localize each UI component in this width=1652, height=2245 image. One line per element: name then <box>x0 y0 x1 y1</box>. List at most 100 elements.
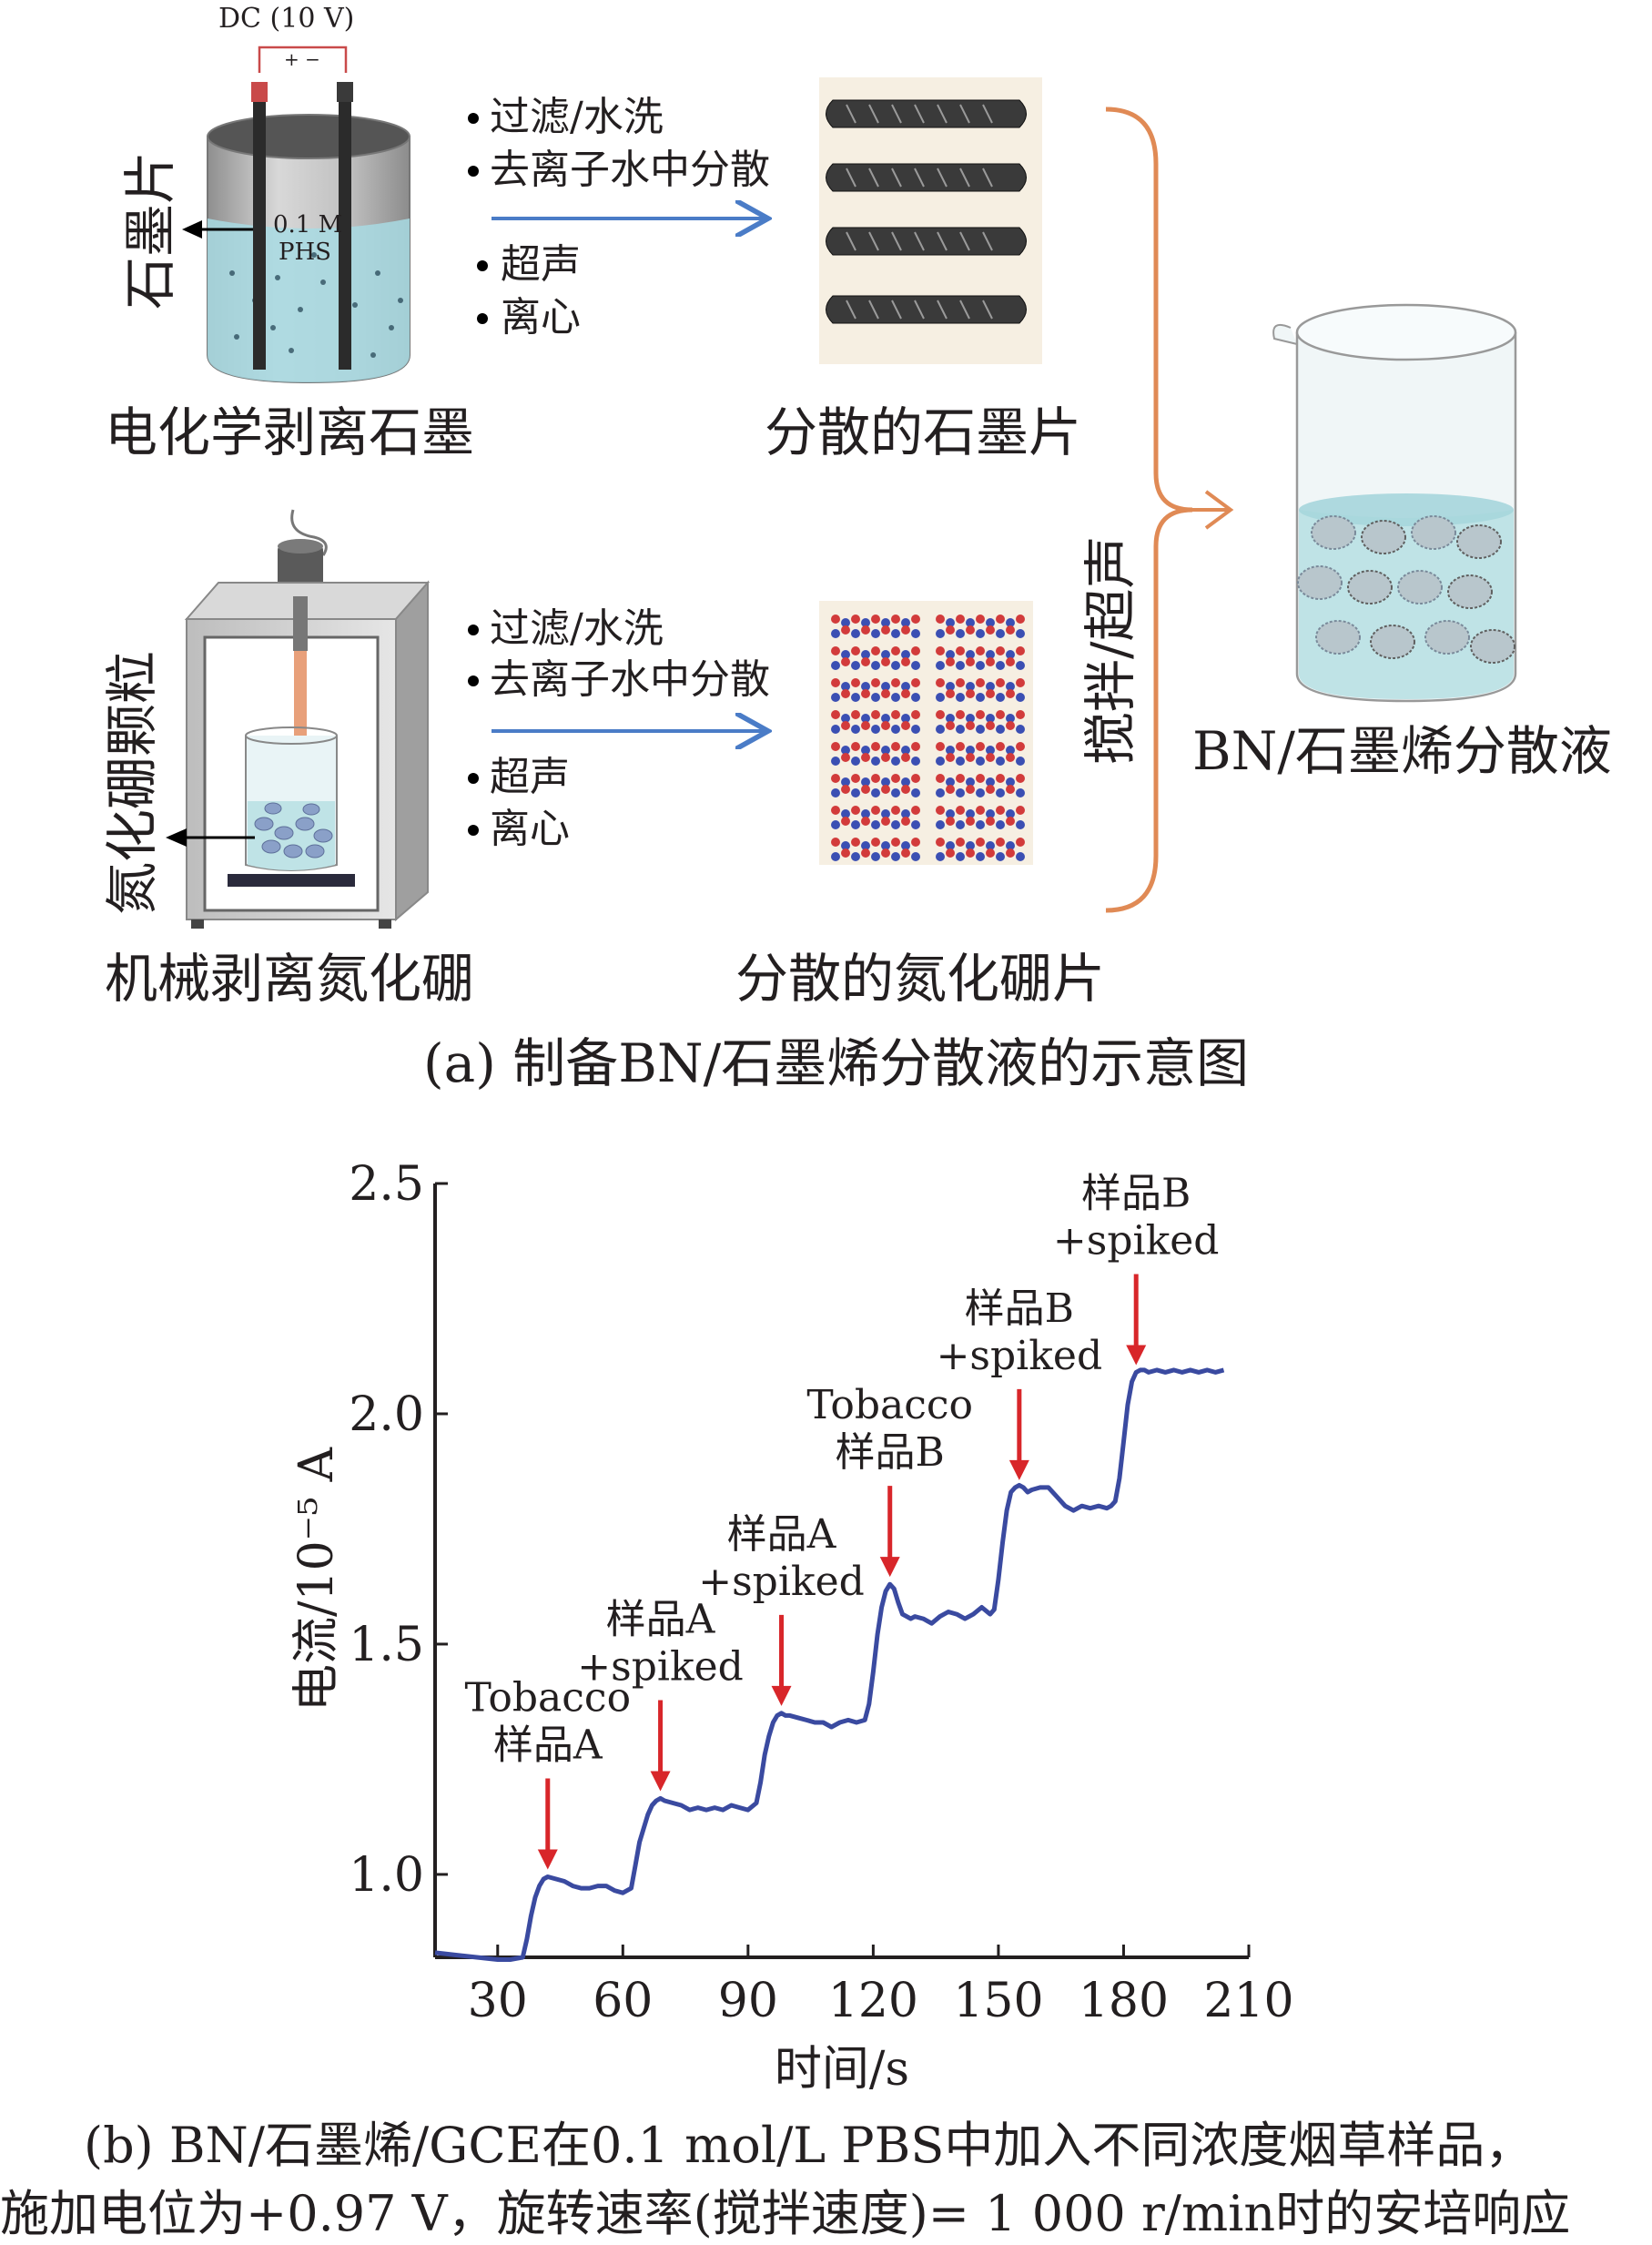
x-axis-label: 时间/s <box>775 2042 909 2097</box>
top-step-1: 过滤/水洗 <box>490 94 664 140</box>
bn-flake <box>936 806 1025 829</box>
top-step-4: 离心 <box>501 294 581 340</box>
electrolyte-label-1: 0.1 M <box>273 211 342 239</box>
sample-annotation: 样品B+spiked <box>937 1285 1103 1480</box>
annotation-arrowhead <box>879 1557 900 1578</box>
bottom-step-2: 去离子水中分散 <box>490 656 770 703</box>
caption-b-line1: (b) BN/石墨烯/GCE在0.1 mol/L PBS中加入不同浓度烟草样品， <box>84 2117 1534 2174</box>
current-trace-line <box>434 1367 1225 1962</box>
electrochemical-cell: DC (10 V) + − 0.1 M PHS 石墨片 <box>119 3 410 384</box>
dispersed-flake <box>1347 570 1393 604</box>
annotation-text: 样品B <box>1081 1170 1191 1216</box>
y-tick-label: 2.0 <box>349 1387 424 1442</box>
dispersed-flake <box>1311 515 1356 550</box>
dispersed-flake <box>1411 515 1456 550</box>
electrode-label: 石墨片 <box>119 151 181 310</box>
dispersed-flake <box>1456 524 1502 559</box>
bn-flake <box>936 742 1025 766</box>
bn-flake <box>831 678 920 702</box>
annotation-text: +spiked <box>937 1333 1103 1379</box>
annotations: Tobacco样品A样品A+spiked样品A+spikedTobacco样品B… <box>464 1170 1220 1870</box>
x-tick-label: 90 <box>718 1974 778 2028</box>
x-tick-label: 30 <box>468 1974 528 2028</box>
merge-label: 搅拌/超声 <box>1079 535 1141 765</box>
dispersed-flake <box>1424 620 1470 655</box>
dispersed-flake <box>1315 620 1361 655</box>
annotation-text: Tobacco <box>806 1382 973 1428</box>
annotation-arrowhead <box>650 1771 671 1792</box>
bn-flake <box>936 646 1025 670</box>
annotation-text: +spiked <box>577 1643 744 1690</box>
merge-brace: 搅拌/超声 <box>1079 107 1234 913</box>
x-tick-label: 120 <box>828 1974 918 2028</box>
electrolyte-label-2: PHS <box>279 239 331 266</box>
annotation-text: 样品A <box>493 1722 603 1768</box>
bn-flake <box>936 774 1025 797</box>
y-tick-label: 1.0 <box>349 1848 424 1903</box>
bottom-step-4: 离心 <box>490 806 570 852</box>
x-tick-label: 180 <box>1079 1974 1169 2028</box>
x-tick-label: 210 <box>1203 1974 1293 2028</box>
x-tick-label: 150 <box>953 1974 1043 2028</box>
annotation-text: 样品B <box>965 1285 1074 1332</box>
polarity-label: + − <box>284 48 320 70</box>
y-axis-label: 电流/10⁻⁵ A <box>289 1447 344 1712</box>
graphene-sheets <box>819 77 1042 364</box>
schematic-panel-a: DC (10 V) + − 0.1 M PHS 石墨片 电化学剥离石墨 过滤/水… <box>101 3 1612 1094</box>
annotation-arrowhead <box>537 1849 558 1870</box>
power-label: DC (10 V) <box>218 3 354 35</box>
dispersed-flake <box>1397 570 1443 604</box>
particle-label: 氮化硼颗粒 <box>101 651 163 915</box>
dispersed-flake <box>1361 520 1406 554</box>
bottom-steps: 过滤/水洗 去离子水中分散 超声 离心 <box>468 605 770 852</box>
bn-flake <box>831 646 920 670</box>
bottom-product-label: 分散的氮化硼片 <box>735 948 1105 1010</box>
annotation-arrowhead <box>771 1685 792 1706</box>
bn-flake <box>936 615 1025 638</box>
top-step-2: 去离子水中分散 <box>490 147 770 193</box>
dispersed-flake <box>1470 629 1515 664</box>
final-beaker <box>1272 303 1517 703</box>
caption-a: (a) 制备BN/石墨烯分散液的示意图 <box>423 1032 1249 1094</box>
sample-annotation: 样品A+spiked <box>698 1511 865 1706</box>
sonicator-box: 氮化硼颗粒 <box>101 509 431 929</box>
axes: 30 60 90 120 150 180 210 1.0 1.5 2.0 2.5 <box>349 1157 1293 2028</box>
bn-flake <box>936 710 1025 734</box>
dispersed-flake <box>1447 574 1493 609</box>
y-tick-label: 2.5 <box>349 1157 424 1212</box>
bn-flake <box>831 742 920 766</box>
dispersed-flake <box>1370 625 1415 659</box>
sample-annotation: 样品A+spiked <box>577 1596 744 1792</box>
top-step-3: 超声 <box>501 241 581 288</box>
x-tick-label: 60 <box>593 1974 653 2028</box>
annotation-text: +spiked <box>1053 1217 1220 1264</box>
top-steps: 过滤/水洗 去离子水中分散 超声 离心 <box>468 94 770 340</box>
bn-flake <box>831 710 920 734</box>
bn-flake <box>831 774 920 797</box>
bn-flake <box>831 615 920 638</box>
bn-flake <box>831 838 920 861</box>
sample-annotation: 样品B+spiked <box>1053 1170 1220 1366</box>
annotation-text: 样品B <box>836 1429 945 1476</box>
final-label: BN/石墨烯分散液 <box>1192 720 1612 782</box>
top-method-label: 电化学剥离石墨 <box>105 401 474 463</box>
annotation-text: +spiked <box>698 1559 865 1605</box>
top-product-label: 分散的石墨片 <box>765 401 1081 463</box>
caption-b-line2: 施加电位为+0.97 V，旋转速率(搅拌速度)= 1 000 r/min时的安培… <box>0 2185 1570 2242</box>
y-tick-label: 1.5 <box>349 1618 424 1672</box>
bn-flake <box>831 806 920 829</box>
bn-flake <box>936 838 1025 861</box>
annotation-text: 样品A <box>727 1511 837 1558</box>
bottom-method-label: 机械剥离氮化硼 <box>105 948 474 1010</box>
annotation-arrowhead <box>1008 1459 1029 1480</box>
bottom-step-1: 过滤/水洗 <box>490 605 664 652</box>
bn-sheets <box>819 601 1033 865</box>
bottom-step-3: 超声 <box>490 754 570 800</box>
annotation-arrowhead <box>1126 1345 1147 1366</box>
annotation-text: 样品A <box>606 1596 716 1642</box>
annotation-text: Tobacco <box>464 1674 631 1721</box>
